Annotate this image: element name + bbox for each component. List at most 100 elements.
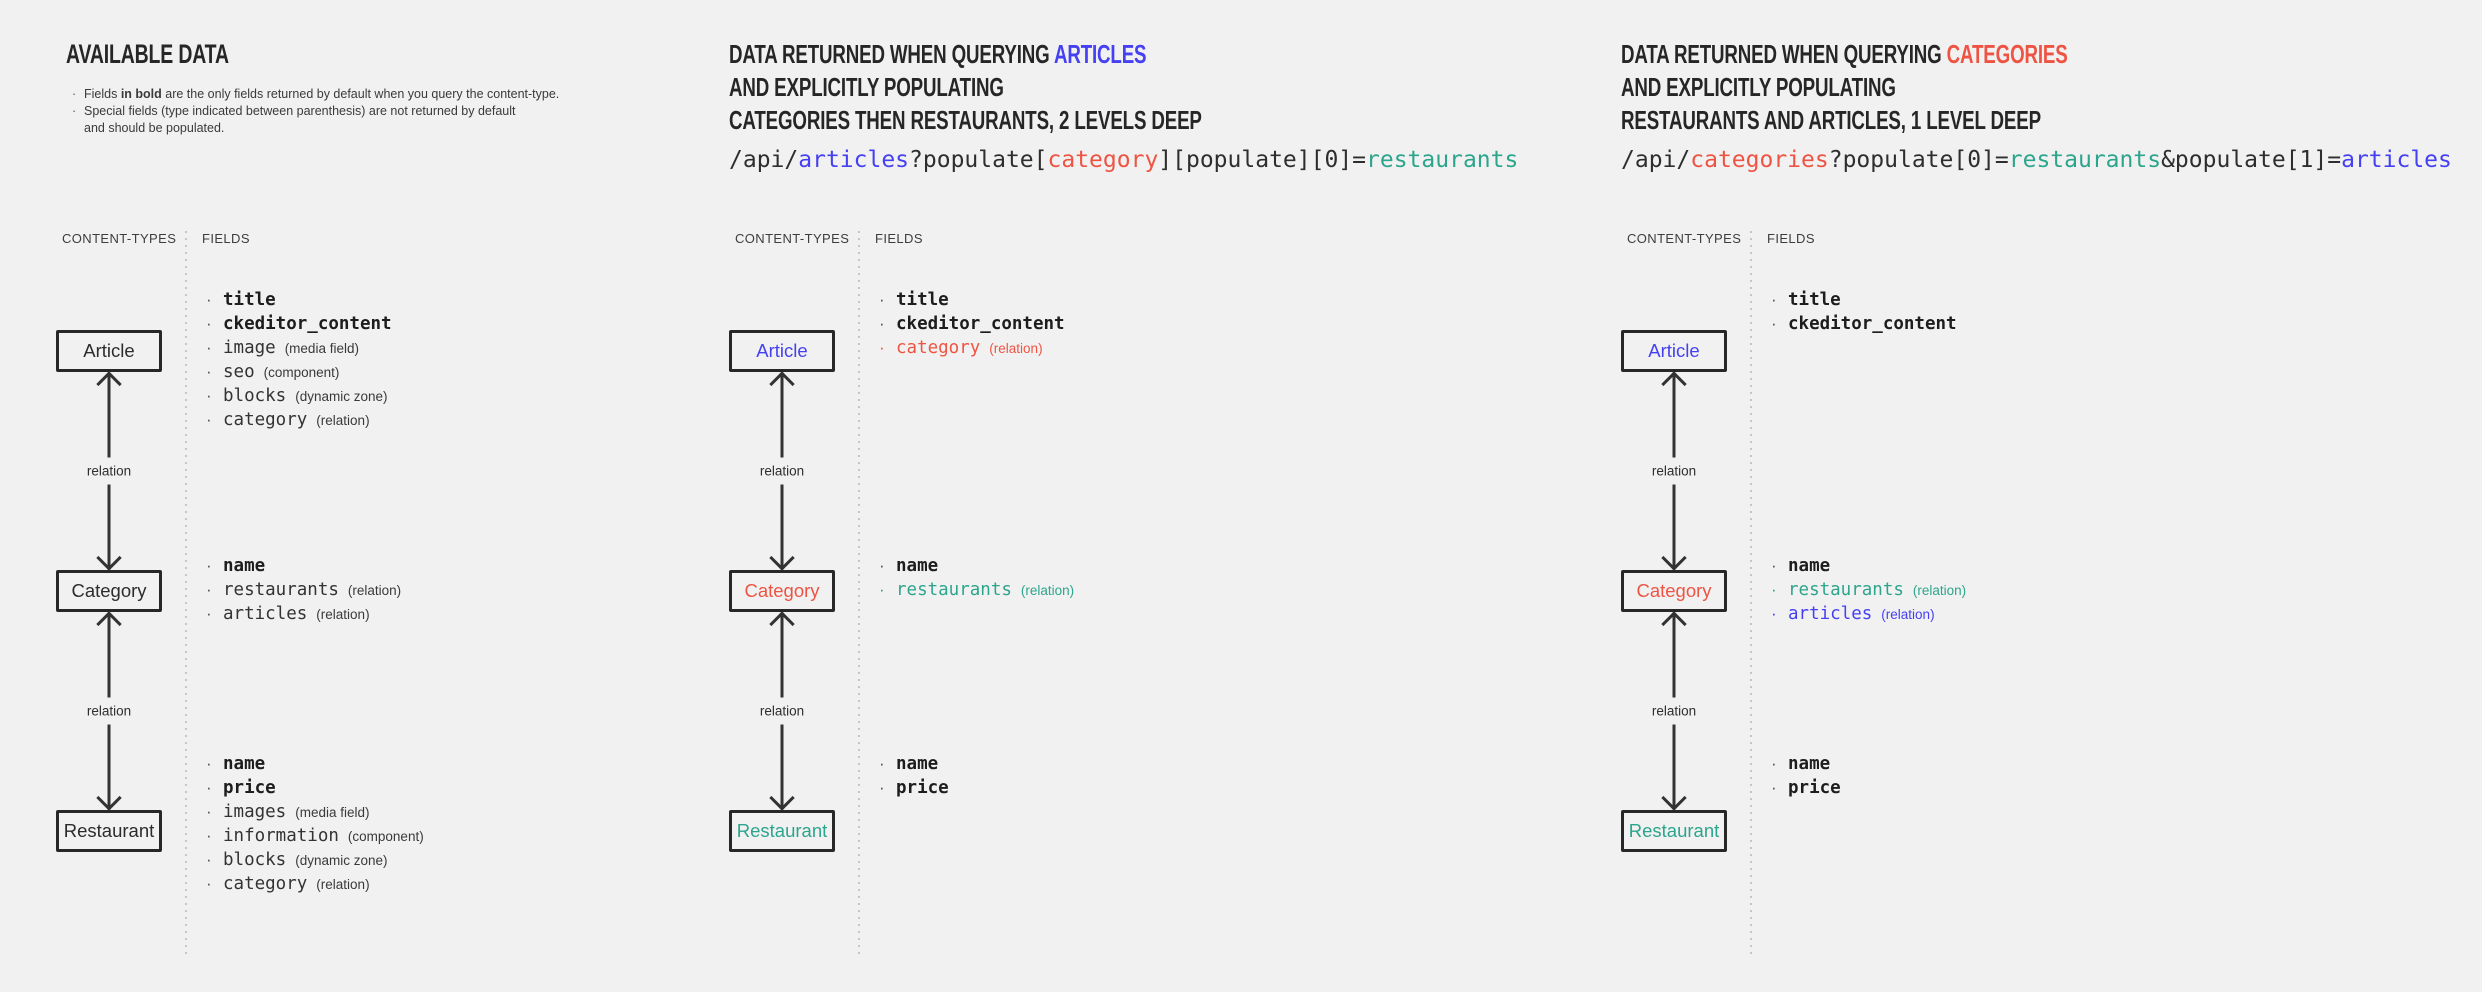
bullet-icon: · <box>206 556 212 575</box>
content-type-box-restaurant: Restaurant <box>56 810 162 852</box>
arrow-up-icon <box>769 371 795 397</box>
bullet-icon: · <box>206 580 212 599</box>
field-name: price <box>1788 778 1841 798</box>
relation-label: relation <box>757 697 807 725</box>
field-annotation: (component) <box>347 829 424 844</box>
content-type-box-article: Article <box>729 330 835 372</box>
bullet-icon: · <box>206 314 212 333</box>
field-annotation: (relation) <box>1881 607 1935 622</box>
field-annotation: (relation) <box>1020 583 1075 598</box>
title-line: AND EXPLICITLY POPULATING <box>1621 71 2068 104</box>
field-row: ·ckeditor_content <box>206 314 706 338</box>
panel-title: AVAILABLE DATA <box>66 38 229 71</box>
field-name: title <box>896 290 949 310</box>
arrow-down-icon <box>769 785 795 811</box>
relation-label: relation <box>84 697 134 725</box>
api-query: /api/categories?populate[0]=restaurants&… <box>1621 147 2452 173</box>
field-name: name <box>896 754 939 774</box>
field-row: ·articles(relation) <box>206 604 706 628</box>
bullet-icon: · <box>206 362 212 381</box>
field-annotation: (component) <box>263 365 340 380</box>
bullet-icon: · <box>879 290 885 309</box>
field-name: category <box>896 338 981 358</box>
bullet-icon: · <box>879 314 885 333</box>
field-name: name <box>896 556 939 576</box>
note-text: Special fields (type indicated between p… <box>84 103 516 137</box>
field-name: blocks <box>223 850 287 870</box>
bullet-icon: · <box>206 338 212 357</box>
field-name: images <box>223 802 287 822</box>
field-name: price <box>896 778 949 798</box>
field-name: name <box>1788 556 1831 576</box>
content-type-box-article: Article <box>1621 330 1727 372</box>
field-name: category <box>223 410 308 430</box>
api-query: /api/articles?populate[category][populat… <box>729 147 1518 173</box>
field-annotation: (dynamic zone) <box>295 853 388 868</box>
relation-label: relation <box>84 457 134 485</box>
field-name: name <box>1788 754 1831 774</box>
content-type-box-category: Category <box>729 570 835 612</box>
bullet-icon: · <box>72 104 77 118</box>
relation-label: relation <box>1649 457 1699 485</box>
title-segment: CATEGORIES <box>1946 39 2068 69</box>
title-line: CATEGORIES THEN RESTAURANTS, 2 LEVELS DE… <box>729 104 1202 137</box>
field-name: seo <box>223 362 255 382</box>
field-row: · name <box>1771 754 2271 778</box>
content-type-box-category: Category <box>56 570 162 612</box>
field-list-restaurant: · name ·price <box>1771 754 2271 802</box>
code-segment: ?populate[0]= <box>1828 147 2009 173</box>
code-segment: restaurants <box>2008 147 2162 173</box>
field-row: ·ckeditor_content <box>1771 314 2271 338</box>
field-row: ·price <box>206 778 706 802</box>
relation-arrow: relation <box>84 371 134 571</box>
field-row: ·restaurants(relation) <box>1771 580 2271 604</box>
field-name: name <box>223 556 266 576</box>
field-row: ·title <box>206 290 706 314</box>
relation-arrow: relation <box>1649 611 1699 811</box>
field-row: · blocks (dynamic zone) <box>206 850 706 874</box>
title-segment: DATA RETURNED WHEN QUERYING <box>729 39 1054 69</box>
field-row: ·price <box>879 778 1379 802</box>
content-types-label: CONTENT-TYPES <box>62 231 177 246</box>
field-row: ·price <box>1771 778 2271 802</box>
field-name: category <box>223 874 308 894</box>
field-list-category: ·name·restaurants(relation)·articles(rel… <box>1771 556 2271 628</box>
bullet-icon: · <box>879 556 885 575</box>
bullet-icon: · <box>1771 580 1777 599</box>
bullet-icon: · <box>206 410 212 429</box>
field-name: articles <box>223 604 308 624</box>
arrow-down-icon <box>96 785 122 811</box>
title-line: AVAILABLE DATA <box>66 38 229 71</box>
field-name: restaurants <box>223 580 339 600</box>
bullet-icon: · <box>879 754 885 773</box>
fields-label: FIELDS <box>202 231 250 246</box>
bullet-icon: · <box>206 386 212 405</box>
field-row: · seo (component) <box>206 362 706 386</box>
code-segment: ?populate[ <box>909 147 1048 173</box>
code-segment: /api/ <box>1621 147 1691 173</box>
bullet-icon: · <box>879 580 885 599</box>
field-list-category: ·name·restaurants(relation) <box>879 556 1379 604</box>
content-types-label: CONTENT-TYPES <box>1627 231 1742 246</box>
bullet-icon: · <box>206 754 212 773</box>
field-row: ·name <box>206 754 706 778</box>
field-row: ·category(relation) <box>879 338 1379 362</box>
arrow-down-icon <box>769 545 795 571</box>
field-annotation: (relation) <box>316 413 370 428</box>
bullet-icon: · <box>206 850 212 869</box>
field-row: ·name <box>1771 556 2271 580</box>
field-row: · name <box>879 556 1379 580</box>
fields-label: FIELDS <box>1767 231 1815 246</box>
relation-label: relation <box>757 457 807 485</box>
relation-arrow: relation <box>84 611 134 811</box>
code-segment: articles <box>2341 147 2452 173</box>
title-line: DATA RETURNED WHEN QUERYING CATEGORIES <box>1621 38 2068 71</box>
bullet-icon: · <box>1771 754 1777 773</box>
field-name: restaurants <box>1788 580 1904 600</box>
code-segment: restaurants <box>1366 147 1519 173</box>
field-row: ·ckeditor_content <box>879 314 1379 338</box>
field-list-article: ·title·ckeditor_content <box>1771 290 2271 338</box>
